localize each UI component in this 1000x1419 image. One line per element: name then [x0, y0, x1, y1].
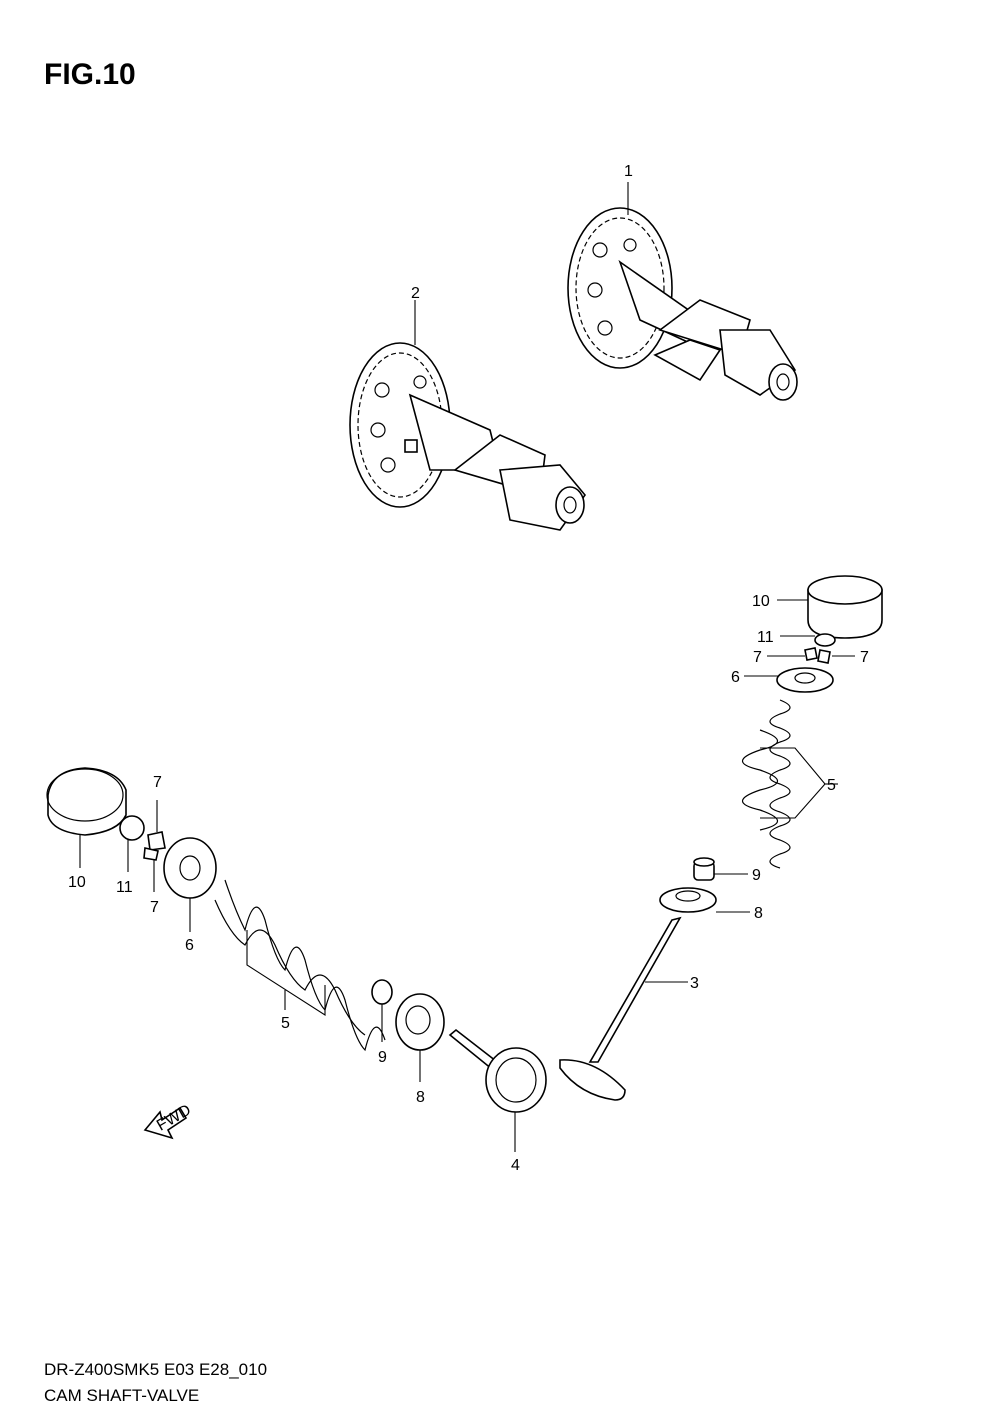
camshaft-1	[567, 207, 798, 401]
valve-stem-seal-9-left	[371, 979, 393, 1005]
callout-6-right: 6	[731, 669, 740, 686]
callout-2: 2	[411, 285, 420, 302]
callout-10-left: 10	[68, 874, 86, 891]
tappet-10-right	[807, 575, 883, 639]
cotter-7-right	[804, 647, 831, 664]
shim-11-left	[119, 815, 145, 841]
callout-9-right: 9	[752, 867, 761, 884]
callout-10-right: 10	[752, 593, 770, 610]
valve-spring-5-left	[214, 879, 386, 1052]
callout-7-right-b: 7	[860, 649, 869, 666]
camshaft-2	[349, 342, 587, 531]
spring-seat-8-left	[395, 993, 445, 1051]
valve-stem-seal-9-right	[693, 857, 715, 881]
callout-5-left: 5	[281, 1015, 290, 1032]
callout-8-left: 8	[416, 1089, 425, 1106]
callout-6-left: 6	[185, 937, 194, 954]
section-name: CAM SHAFT-VALVE	[44, 1386, 200, 1405]
leader-lines	[79, 182, 855, 1152]
fwd-label: FWD	[154, 1102, 194, 1135]
callout-5-right: 5	[827, 777, 836, 794]
callout-3: 3	[690, 975, 699, 992]
valve-4	[448, 1028, 547, 1113]
valve-spring-5-right	[741, 699, 791, 869]
figure-title: FIG.10	[44, 58, 136, 91]
callout-7-left-b: 7	[150, 899, 159, 916]
callout-1: 1	[624, 163, 633, 180]
spring-retainer-6-right	[776, 667, 834, 693]
spring-seat-8-right	[659, 887, 717, 913]
callout-labels: 1 2 3 4 10 11 7 7 6 5 9 8 10 11 7 7 6 5 …	[68, 163, 869, 1174]
callout-9-left: 9	[378, 1049, 387, 1066]
spring-retainer-6-left	[163, 837, 217, 899]
callout-4: 4	[511, 1157, 520, 1174]
callout-7-right-a: 7	[753, 649, 762, 666]
fwd-arrow-icon: FWD	[143, 1102, 194, 1140]
model-code: DR-Z400SMK5 E03 E28_010	[44, 1360, 268, 1379]
cotter-7-left	[143, 831, 166, 861]
tappet-10-left	[46, 767, 127, 836]
callout-8-right: 8	[754, 905, 763, 922]
shim-11-right	[814, 633, 836, 647]
callout-11-left: 11	[116, 879, 133, 896]
callout-11-right: 11	[757, 629, 774, 646]
callout-7-left-a: 7	[153, 774, 162, 791]
valve-3	[559, 916, 682, 1101]
